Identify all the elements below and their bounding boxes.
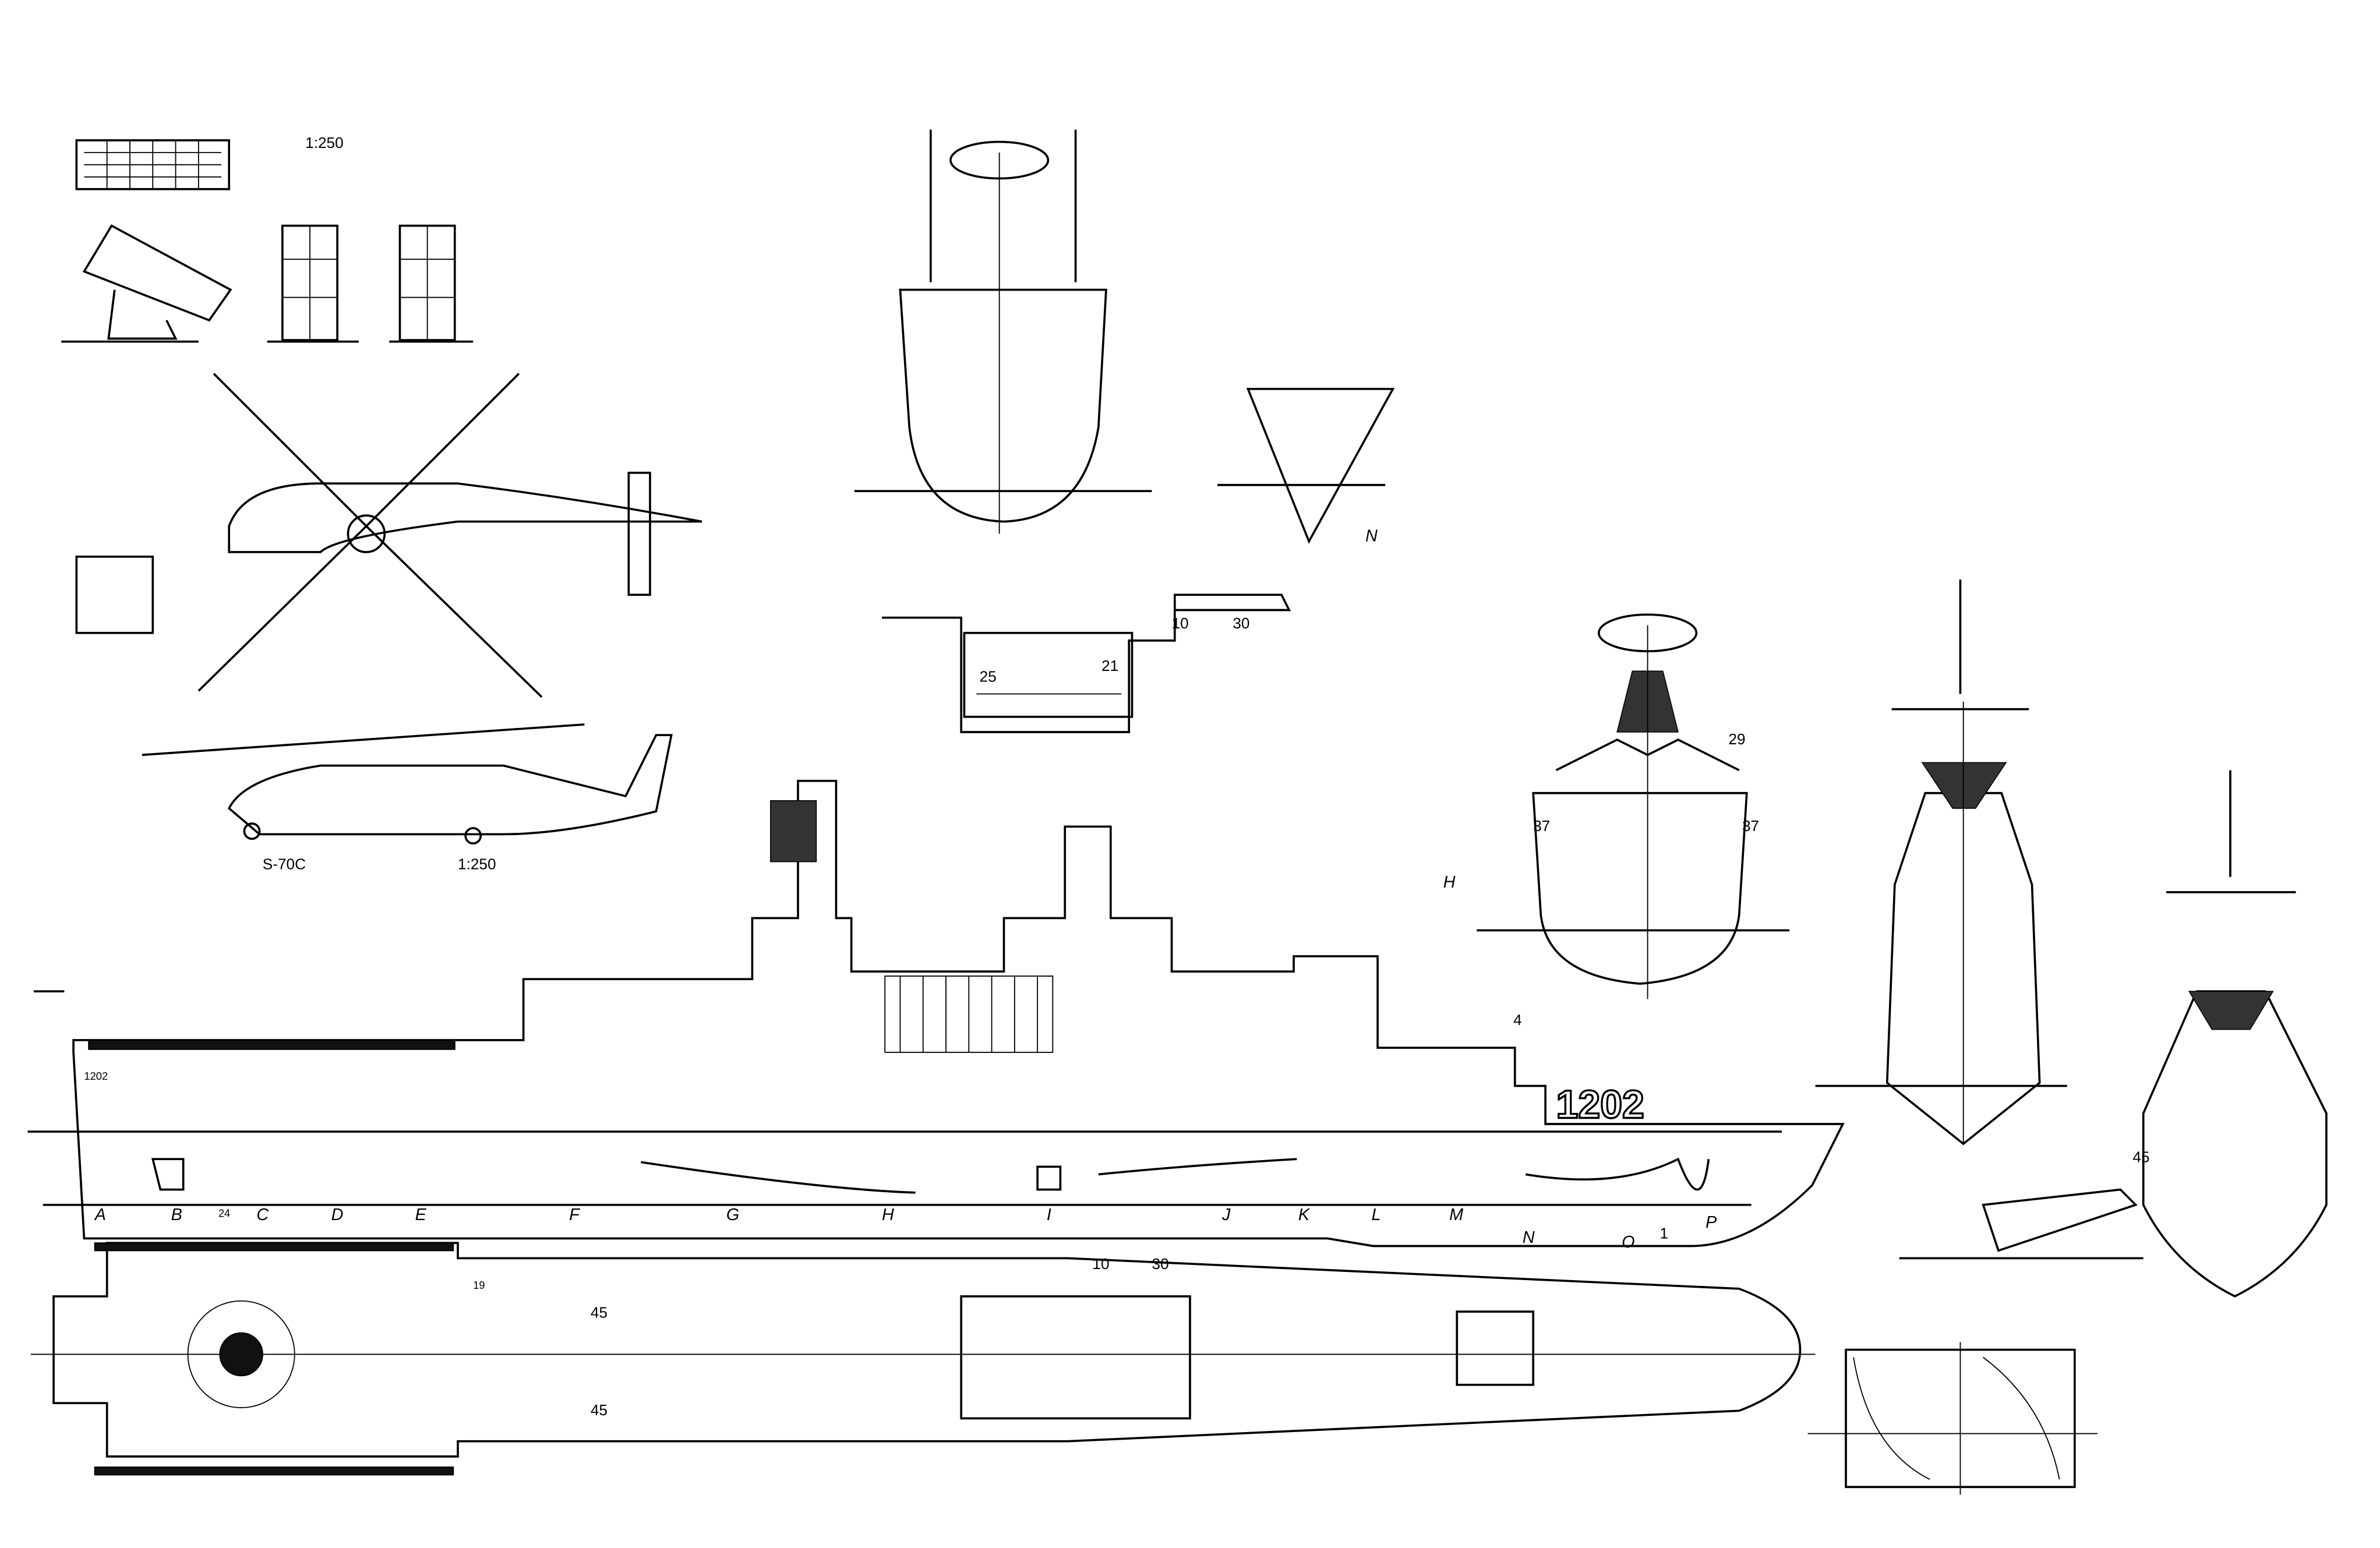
station-markers: A B 24 C D E F G H I J K L M N O 1 P xyxy=(94,1206,1717,1252)
ship-plan-view: 10 30 45 45 19 xyxy=(30,1242,1816,1476)
station-j: J xyxy=(1221,1206,1231,1224)
missile-launcher-views: 1:250 xyxy=(61,134,474,343)
hull-number-small: 1202 xyxy=(84,1070,108,1082)
station-i: I xyxy=(1047,1206,1051,1224)
helicopter-side-view: S-70C 1:250 xyxy=(142,723,673,873)
stern-view-right: 45 xyxy=(1815,579,2328,1298)
station-p: P xyxy=(1705,1213,1717,1232)
cutaway-label-25: 25 xyxy=(980,668,997,685)
stern-view-top: N xyxy=(854,129,1395,546)
stern-label-45: 45 xyxy=(2132,1148,2149,1165)
station-k: K xyxy=(1298,1206,1311,1224)
bow-section-label: N xyxy=(1365,527,1378,546)
helicopter-scale: 1:250 xyxy=(458,856,496,873)
station-f: F xyxy=(569,1206,580,1224)
front-label-37-left: 37 xyxy=(1533,817,1550,835)
station-c: C xyxy=(256,1206,269,1224)
launcher-scale-label: 1:250 xyxy=(305,134,343,151)
cutaway-label-30: 30 xyxy=(1233,614,1249,632)
station-1: 1 xyxy=(1660,1224,1669,1242)
plan-label-45-bottom: 45 xyxy=(591,1401,608,1419)
cutaway-label-10: 10 xyxy=(1172,614,1189,632)
station-m: M xyxy=(1449,1206,1463,1224)
station-g: G xyxy=(726,1206,739,1224)
station-d: D xyxy=(331,1206,344,1224)
station-n: N xyxy=(1523,1228,1535,1247)
station-a: A xyxy=(94,1206,106,1224)
front-label-h: H xyxy=(1443,873,1456,892)
helicopter-designation: S-70C xyxy=(263,856,306,873)
cutaway-label-21: 21 xyxy=(1101,657,1118,674)
front-label-29: 29 xyxy=(1728,730,1745,748)
hull-number: 1202 xyxy=(1556,1083,1644,1127)
ship-side-elevation: 1202 1202 4 xyxy=(27,779,1845,1247)
station-l: L xyxy=(1372,1206,1381,1224)
station-e: E xyxy=(415,1206,427,1224)
plan-label-19: 19 xyxy=(473,1279,485,1291)
front-label-37-right: 37 xyxy=(1742,817,1759,835)
bow-front-view: 29 37 37 H xyxy=(1443,613,1790,999)
hangar-cutaway: 10 30 25 21 xyxy=(882,593,1291,733)
plan-label-30: 30 xyxy=(1152,1255,1169,1273)
station-b: B xyxy=(171,1206,182,1224)
side-gun-label-4: 4 xyxy=(1513,1011,1522,1029)
station-o: O xyxy=(1622,1233,1634,1252)
plan-label-45-top: 45 xyxy=(591,1304,608,1321)
station-24: 24 xyxy=(218,1207,230,1220)
station-h: H xyxy=(882,1206,894,1224)
body-plan xyxy=(1807,1342,2098,1495)
helicopter-top-view xyxy=(75,373,702,698)
plan-label-10: 10 xyxy=(1092,1255,1109,1273)
